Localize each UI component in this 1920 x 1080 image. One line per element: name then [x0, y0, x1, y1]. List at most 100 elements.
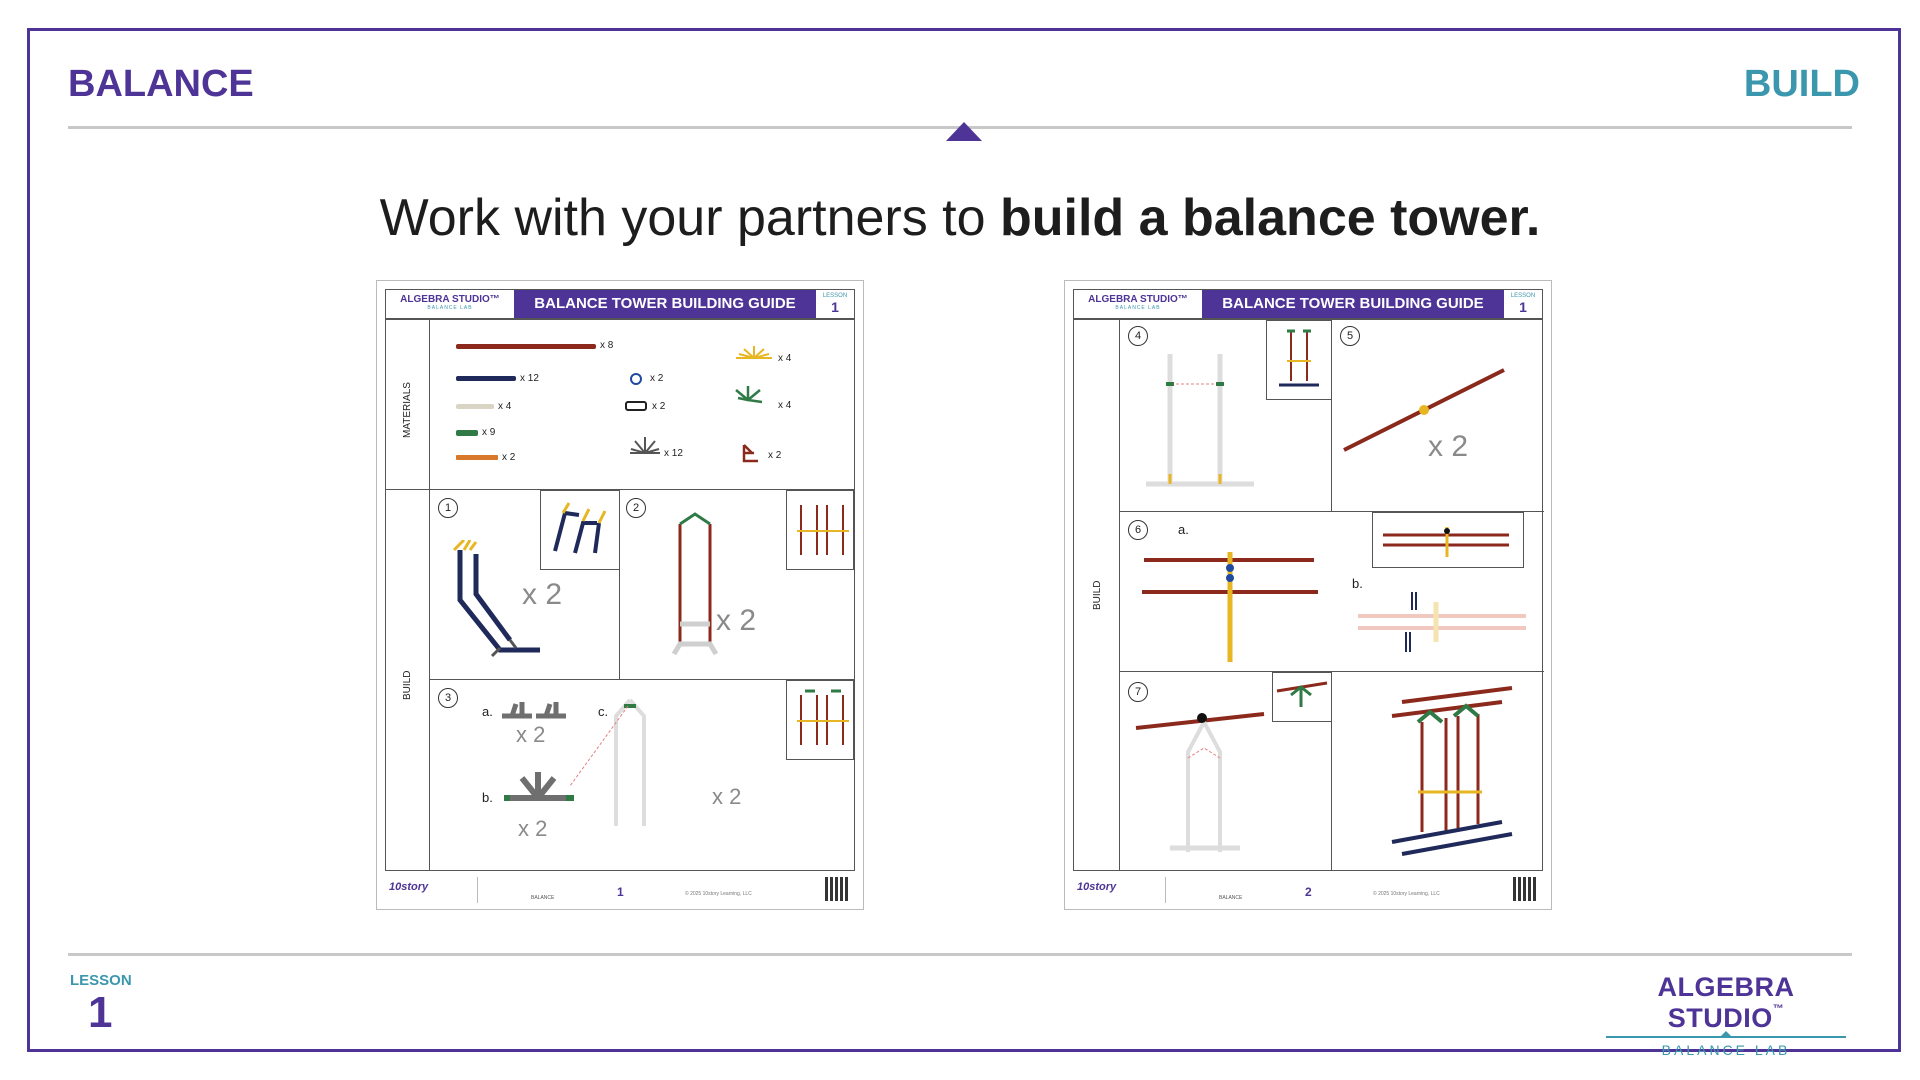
- guide-lesson: LESSON 1: [816, 290, 854, 318]
- step-1-cell: 1 x 2: [430, 490, 620, 680]
- guide-body: MATERIALS: [385, 319, 855, 871]
- headline-regular: Work with your partners to: [379, 189, 1000, 247]
- materials-label: MATERIALS: [402, 382, 413, 438]
- step-1-thumbnail: [540, 490, 620, 570]
- lesson-label: LESSON: [70, 972, 132, 989]
- substep-label: b.: [1352, 576, 1363, 591]
- step-3b-illustration: [504, 772, 574, 801]
- guide-body: BUILD 4 5 x 2: [1073, 319, 1544, 871]
- step-3a-illustration: [502, 702, 566, 719]
- footer-divider: [68, 953, 1852, 956]
- footer-label: BALANCE: [531, 895, 555, 901]
- guide-title: BALANCE TOWER BUILDING GUIDE: [514, 290, 816, 318]
- step-number: 5: [1340, 326, 1360, 346]
- red-connector: [742, 444, 758, 463]
- step-qty: x 2: [716, 604, 757, 637]
- step-number: 3: [438, 688, 458, 708]
- material-qty: x 2: [652, 401, 666, 412]
- step-7-thumbnail: [1272, 672, 1332, 722]
- brand-main: ALGEBRA STUDIO: [1657, 972, 1795, 1033]
- copyright: © 2025 10story Learning, LLC: [685, 891, 752, 897]
- guide-lesson: LESSON 1: [1504, 290, 1542, 318]
- guide-header: ALGEBRA STUDIO™ BALANCE LAB BALANCE TOWE…: [1073, 289, 1543, 319]
- footer-divider: [1165, 877, 1166, 903]
- green-connector: [735, 386, 763, 404]
- step-qty: x 2: [518, 816, 548, 841]
- step-qty: x 2: [1428, 430, 1469, 463]
- step-3-cell: 3 a. x 2 b. x 2 c. x 2: [430, 680, 854, 871]
- step-2-illustration: [671, 512, 719, 656]
- step-number: 2: [626, 498, 646, 518]
- footer-label: BALANCE: [1219, 895, 1243, 901]
- build-label: BUILD: [1092, 580, 1103, 610]
- brand-sub: BALANCE LAB: [1661, 1042, 1791, 1058]
- step-number: 6: [1128, 520, 1148, 540]
- guide-page-1: ALGEBRA STUDIO™ BALANCE LAB BALANCE TOWE…: [376, 280, 864, 910]
- headline-bold: build a balance tower.: [1000, 189, 1541, 247]
- navy-rod: [456, 376, 516, 381]
- section-title-balance: BALANCE: [68, 63, 254, 105]
- white-rod: [456, 404, 494, 409]
- build-label-col: BUILD: [1074, 320, 1120, 871]
- guide-logo: ALGEBRA STUDIO™ BALANCE LAB: [386, 290, 514, 318]
- step-2-cell: 2 x 2: [620, 490, 854, 680]
- material-qty: x 9: [482, 427, 496, 438]
- completed-tower-illustration: [1391, 686, 1513, 856]
- guide-logo-sub: BALANCE LAB: [427, 305, 473, 311]
- brand-rule: [1606, 1031, 1846, 1038]
- slide-headline: Work with your partners to build a balan…: [0, 188, 1920, 248]
- tenstory-logo: 10story: [389, 881, 429, 893]
- step-2-thumbnail: [786, 490, 854, 570]
- brand-tm: ™: [1772, 1003, 1785, 1015]
- step-6-thumbnail: [1372, 512, 1524, 568]
- guide-logo-main: ALGEBRA STUDIO™: [400, 294, 500, 305]
- material-qty: x 12: [520, 373, 539, 384]
- guide-logo-main: ALGEBRA STUDIO™: [1088, 294, 1188, 305]
- guide-footer: 10story BALANCE 2 © 2025 10story Learnin…: [1073, 873, 1543, 907]
- material-qty: x 2: [768, 450, 782, 461]
- section-title-build: BUILD: [1743, 63, 1860, 105]
- material-qty: x 12: [664, 448, 683, 459]
- step-3c-illustration: [570, 698, 646, 826]
- step-3-thumbnail: [786, 680, 854, 760]
- triangle-marker-icon: [946, 122, 982, 141]
- step-6b-illustration: [1358, 592, 1526, 652]
- step-6a-illustration: [1142, 552, 1318, 662]
- guide-logo-sub: BALANCE LAB: [1115, 305, 1161, 311]
- guide-header: ALGEBRA STUDIO™ BALANCE LAB BALANCE TOWE…: [385, 289, 855, 319]
- step-qty: x 2: [712, 784, 742, 809]
- black-clip: [625, 401, 647, 411]
- substep-label: b.: [482, 790, 493, 805]
- step-5-illustration: [1343, 368, 1505, 452]
- qr-code-icon[interactable]: [825, 877, 849, 901]
- slide-frame: [27, 28, 1901, 1052]
- guide-lesson-label: LESSON: [822, 293, 848, 299]
- step-4-cell: 4: [1120, 320, 1332, 512]
- qr-code-icon[interactable]: [1513, 877, 1537, 901]
- blue-ring: [630, 373, 642, 385]
- page-number: 2: [1305, 885, 1312, 899]
- substep-label: a.: [482, 704, 493, 719]
- step-qty: x 2: [516, 722, 546, 747]
- guide-page-2: ALGEBRA STUDIO™ BALANCE LAB BALANCE TOWE…: [1064, 280, 1552, 910]
- material-qty: x 4: [498, 401, 512, 412]
- algebra-studio-logo: ALGEBRA STUDIO™ BALANCE LAB: [1598, 972, 1854, 1058]
- step-4-illustration: [1146, 354, 1254, 487]
- guide-lesson-label: LESSON: [1510, 293, 1536, 299]
- step-5-cell: 5 x 2: [1332, 320, 1544, 512]
- gray-connector: [630, 437, 660, 454]
- step-7-illustration: [1135, 712, 1265, 852]
- footer-divider: [477, 877, 478, 903]
- yellow-connector: [736, 346, 772, 359]
- step-1-illustration: [452, 540, 540, 658]
- substep-label: c.: [598, 704, 609, 719]
- guide-title: BALANCE TOWER BUILDING GUIDE: [1202, 290, 1504, 318]
- green-rod: [456, 430, 478, 436]
- build-label-col: BUILD: [386, 490, 430, 871]
- materials-label-col: MATERIALS: [386, 320, 430, 490]
- materials-section: MATERIALS: [386, 320, 854, 490]
- orange-connector: [456, 455, 498, 460]
- materials-illustration: [456, 344, 772, 463]
- guide-logo: ALGEBRA STUDIO™ BALANCE LAB: [1074, 290, 1202, 318]
- step-number: 4: [1128, 326, 1148, 346]
